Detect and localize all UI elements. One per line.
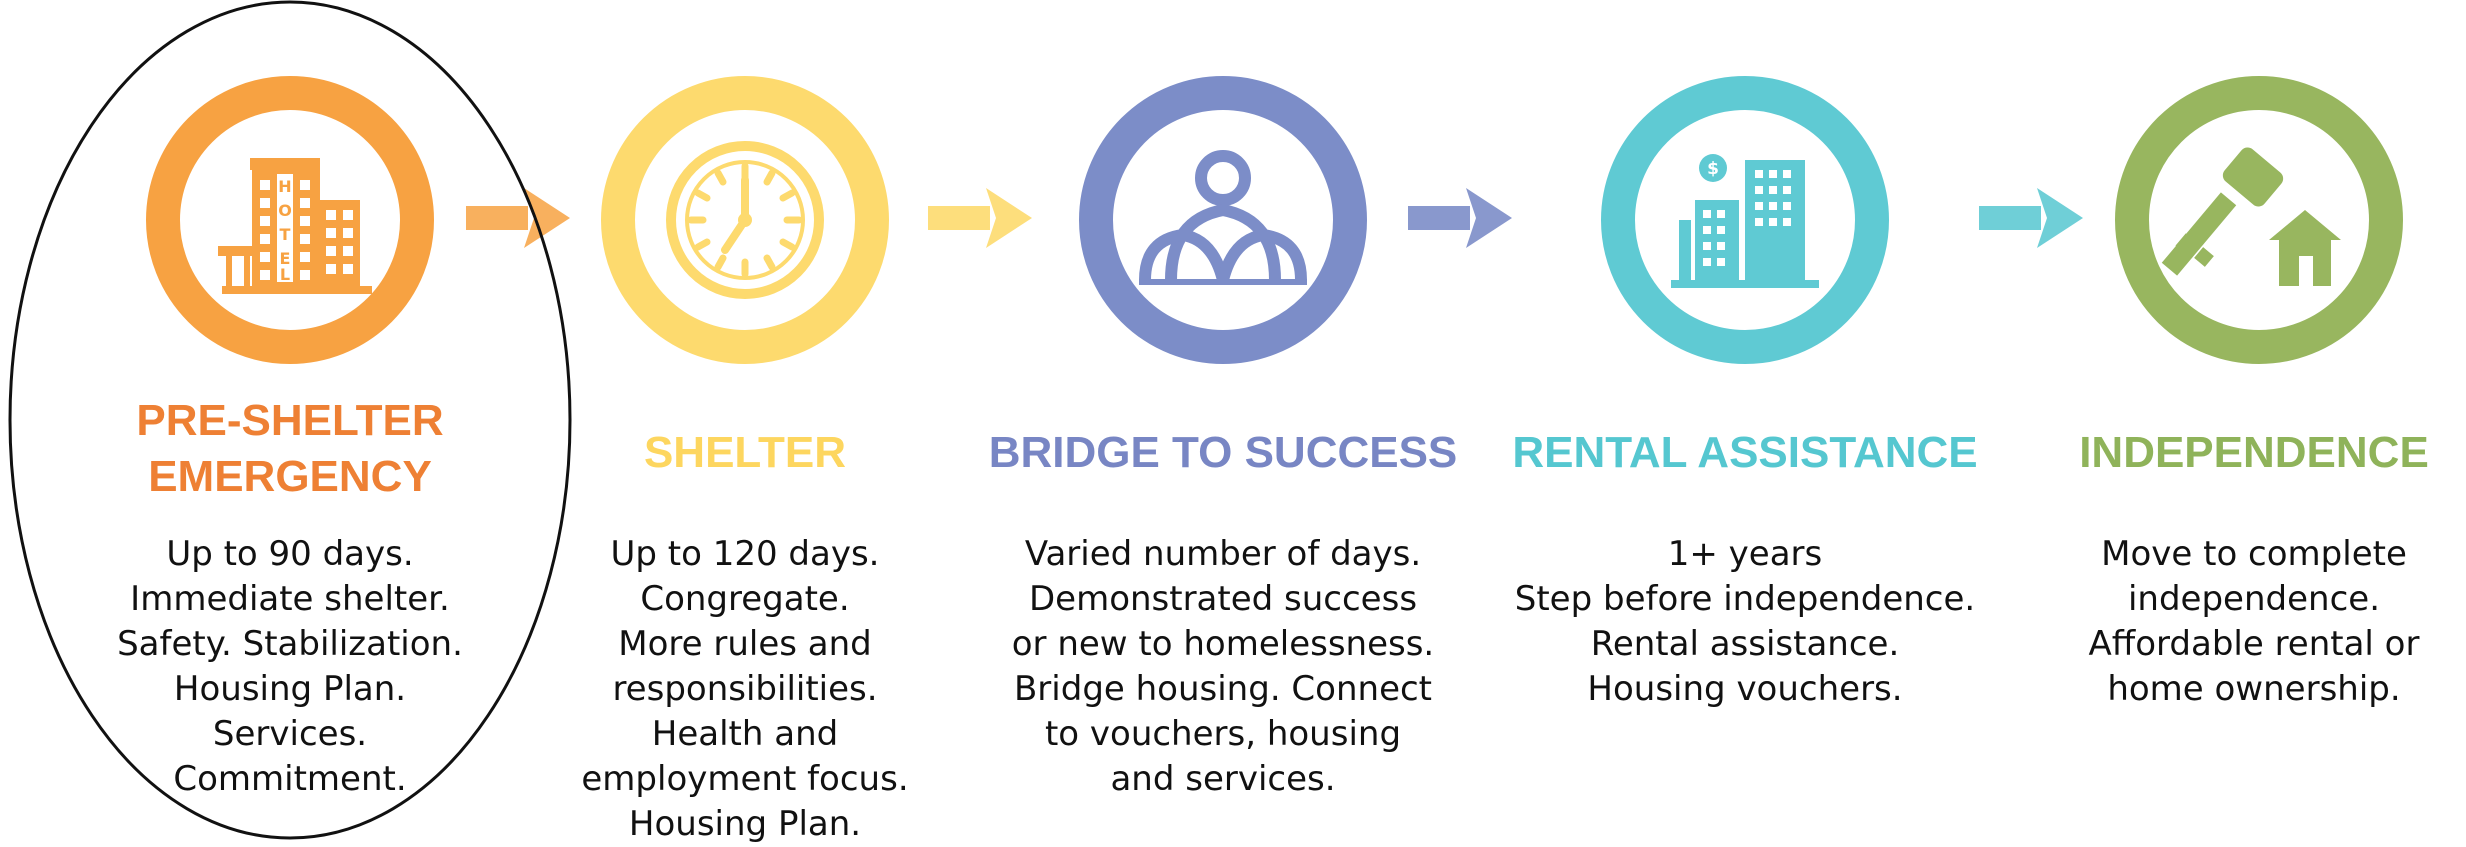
description-line: Varied number of days. — [1024, 534, 1422, 574]
person-bridge-icon — [1079, 76, 1367, 364]
description-line: Move to complete — [2101, 534, 2407, 574]
description-line: responsibilities. — [612, 669, 878, 709]
description-line: and services. — [1110, 759, 1336, 799]
svg-text:O: O — [278, 201, 292, 220]
description-line: Step before independence. — [1514, 579, 1976, 619]
step-icon-circle: H O T E L — [140, 70, 440, 370]
step-icon-circle — [2109, 70, 2409, 370]
hotel-icon: H O T E L — [146, 76, 434, 364]
description-line: Up to 90 days. — [166, 534, 414, 574]
step-icon-circle — [1073, 70, 1373, 370]
description-line: Services. — [212, 714, 368, 754]
step-title: RENTAL ASSISTANCE — [1505, 425, 1985, 481]
clock-icon — [601, 76, 889, 364]
description-line: employment focus. — [581, 759, 909, 799]
step-description: Varied number of days. Demonstrated succ… — [983, 532, 1463, 802]
description-line: Housing vouchers. — [1587, 669, 1903, 709]
description-line: Affordable rental or — [2088, 624, 2420, 664]
step-title: INDEPENDENCE — [2014, 425, 2466, 481]
buildings-dollar-icon: $ — [1601, 76, 1889, 364]
right-arrow-icon — [1975, 178, 2095, 258]
step-title-line: EMERGENCY — [148, 452, 432, 501]
description-line: More rules and — [618, 624, 872, 664]
step-shelter: SHELTER Up to 120 days. Congregate. More… — [505, 0, 985, 844]
step-title-line: BRIDGE TO SUCCESS — [988, 428, 1458, 477]
description-line: 1+ years — [1667, 534, 1823, 574]
step-description: Move to complete independence. Affordabl… — [2014, 532, 2466, 712]
step-title: PRE-SHELTER EMERGENCY — [50, 393, 530, 505]
description-line: Bridge housing. Connect — [1013, 669, 1433, 709]
step-icon-circle: $ — [1595, 70, 1895, 370]
description-line: Health and — [651, 714, 839, 754]
description-line: or new to homelessness. — [1011, 624, 1435, 664]
svg-text:L: L — [280, 265, 290, 284]
step-title-line: INDEPENDENCE — [2079, 428, 2429, 477]
description-line: Commitment. — [173, 759, 407, 799]
right-arrow-icon — [1404, 178, 1524, 258]
description-line: Housing Plan. — [173, 669, 407, 709]
description-line: Up to 120 days. — [610, 534, 880, 574]
description-line: Rental assistance. — [1590, 624, 1900, 664]
step-description: 1+ years Step before independence. Renta… — [1505, 532, 1985, 712]
step-title-line: SHELTER — [643, 428, 847, 477]
description-line: Congregate. — [640, 579, 850, 619]
step-description: Up to 120 days. Congregate. More rules a… — [505, 532, 985, 847]
description-line: Demonstrated success — [1028, 579, 1418, 619]
description-line: independence. — [2127, 579, 2380, 619]
description-line: Safety. Stabilization. — [117, 624, 463, 664]
description-line: Immediate shelter. — [130, 579, 450, 619]
description-line: to vouchers, housing — [1044, 714, 1402, 754]
svg-text:T: T — [280, 225, 291, 244]
step-title: BRIDGE TO SUCCESS — [983, 425, 1463, 481]
step-description: Up to 90 days. Immediate shelter. Safety… — [50, 532, 530, 802]
step-icon-circle — [595, 70, 895, 370]
description-line: home ownership. — [2107, 669, 2401, 709]
description-line: Housing Plan. — [628, 804, 862, 844]
step-title: SHELTER — [505, 425, 985, 481]
key-house-icon — [2115, 76, 2403, 364]
svg-text:H: H — [278, 177, 291, 196]
svg-text:$: $ — [1707, 159, 1719, 179]
step-bridge-to-success: BRIDGE TO SUCCESS Varied number of days.… — [983, 0, 1463, 842]
step-rental-assistance: $ — [1505, 0, 1985, 842]
step-title-line: PRE-SHELTER — [136, 396, 444, 445]
right-arrow-icon — [924, 178, 1044, 258]
step-pre-shelter: H O T E L PRE-SHELTER EMERGENCY Up to 90… — [50, 0, 530, 842]
step-independence: INDEPENDENCE Move to complete independen… — [1964, 0, 2444, 842]
step-title-line: RENTAL ASSISTANCE — [1512, 428, 1978, 477]
